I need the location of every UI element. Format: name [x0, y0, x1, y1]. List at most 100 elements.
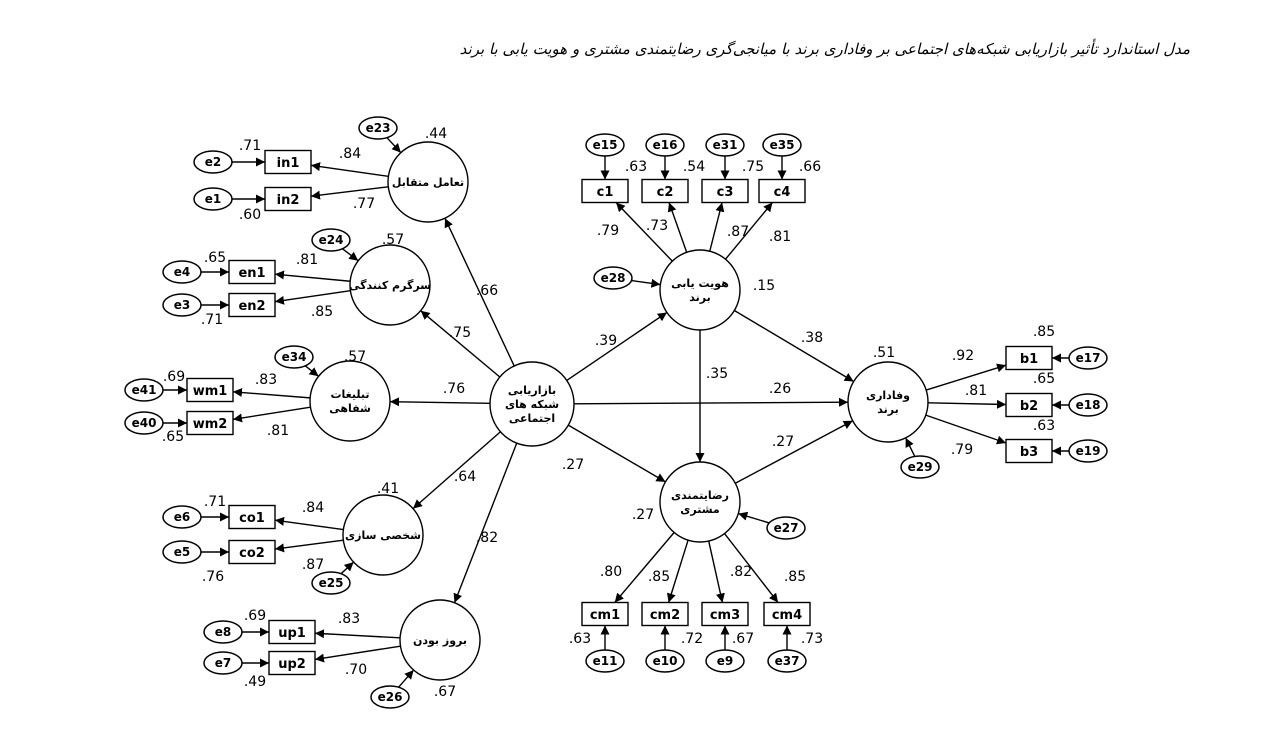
indicator-label: cm2: [650, 608, 680, 623]
path-coefficient: .84: [302, 500, 324, 516]
path-arrow-sat-cm1: [614, 532, 675, 603]
indicator-label: in1: [277, 156, 300, 171]
path-coefficient: .66: [799, 159, 821, 175]
error-e18: e18: [1068, 393, 1108, 417]
error-e9: e9: [705, 649, 745, 673]
path-coefficient: .83: [338, 611, 360, 627]
path-coefficient: .85: [311, 304, 333, 320]
indicator-en2: en2: [228, 292, 276, 318]
path-coefficient: .44: [425, 126, 447, 142]
indicator-label: en2: [238, 299, 265, 314]
indicator-label: c2: [657, 185, 674, 200]
latent-label: تبلیغات: [331, 388, 370, 401]
latent-upd: بروز بودن: [399, 599, 481, 681]
indicator-label: b1: [1020, 352, 1038, 367]
path-arrow-loy-b1: [925, 363, 1007, 391]
error-e7: e7: [203, 651, 243, 675]
indicator-b2: b2: [1005, 392, 1053, 418]
path-coefficient: .54: [683, 159, 705, 175]
path-coefficient: .65: [204, 250, 226, 266]
path-arrow-wom-wm1: [232, 388, 311, 399]
path-arrow-upd-up1: [314, 629, 401, 639]
path-coefficient: .84: [339, 146, 361, 162]
indicator-label: co1: [239, 511, 265, 526]
path-coefficient: .63: [569, 631, 591, 647]
latent-label: رضایتمندی: [671, 489, 729, 502]
path-coefficient: .85: [784, 569, 806, 585]
path-coefficient: .70: [345, 662, 367, 678]
latent-label: شبکه های: [505, 398, 559, 411]
error-e6: e6: [162, 505, 202, 529]
path-coefficient: .83: [255, 372, 277, 388]
indicator-cm4: cm4: [763, 601, 811, 627]
path-coefficient: .51: [873, 345, 895, 361]
indicator-label: b3: [1020, 445, 1038, 460]
error-label: e9: [717, 654, 734, 668]
error-e23: e23: [358, 116, 398, 140]
latent-label: برند: [877, 403, 898, 416]
latent-int: تعامل متقابل: [387, 141, 469, 223]
path-coefficient: .76: [443, 381, 465, 397]
path-arrow-sat-cm3: [708, 540, 725, 603]
path-coefficient: .67: [434, 684, 456, 700]
error-e40: e40: [124, 411, 164, 435]
error-e3: e3: [162, 293, 202, 317]
latent-label: بازاریابی: [508, 384, 556, 397]
path-coefficient: .87: [302, 557, 324, 573]
error-label: e10: [653, 654, 678, 668]
path-arrow-e25-cus: [340, 561, 355, 575]
path-coefficient: .82: [476, 530, 498, 546]
error-label: e16: [653, 138, 678, 152]
error-label: e28: [601, 271, 626, 285]
error-e24: e24: [311, 228, 351, 252]
error-e29: e29: [900, 455, 940, 479]
path-coefficient: .81: [267, 423, 289, 439]
path-coefficients: .71.60.84.77.44.65.71.81.85.57.69.65.83.…: [162, 126, 1055, 700]
error-label: e11: [593, 654, 618, 668]
path-coefficient: .64: [454, 469, 476, 485]
path-arrow-bid-c1: [615, 202, 673, 262]
error-label: e23: [366, 121, 391, 135]
error-label: e41: [132, 383, 157, 397]
path-coefficient: .71: [239, 138, 261, 154]
path-coefficient: .27: [632, 507, 654, 523]
path-arrow-int-in1: [310, 162, 389, 178]
path-coefficient: .75: [449, 325, 471, 341]
path-coefficient: .49: [244, 674, 266, 690]
latent-label: برند: [689, 291, 710, 304]
path-coefficient: .87: [727, 224, 749, 240]
indicator-wm2: wm2: [186, 410, 234, 436]
indicator-label: cm3: [710, 608, 740, 623]
error-e27: e27: [766, 516, 806, 540]
error-e2: e2: [193, 150, 233, 174]
indicator-label: c3: [717, 185, 734, 200]
error-label: e29: [908, 460, 933, 474]
latent-label: سرگرم کنندگی: [349, 279, 431, 292]
indicator-in1: in1: [264, 149, 312, 175]
path-coefficient: .69: [244, 608, 266, 624]
path-arrow-smm-upd: [453, 442, 518, 603]
error-label: e18: [1076, 398, 1101, 412]
latent-label: هویت یابی: [671, 277, 729, 290]
path-arrow-e23-int: [386, 137, 402, 154]
path-arrow-ent-en2: [274, 290, 351, 305]
latent-label: اجتماعی: [509, 412, 555, 425]
path-arrow-e34-wom: [304, 365, 319, 377]
path-arrow-sat-loy: [734, 420, 854, 484]
error-label: e31: [713, 138, 738, 152]
error-e17: e17: [1068, 346, 1108, 370]
path-coefficient: .72: [681, 631, 703, 647]
indicator-label: in2: [277, 193, 300, 208]
path-coefficient: .75: [742, 159, 764, 175]
path-coefficient: .71: [204, 494, 226, 510]
latent-label: وفاداری: [866, 389, 910, 402]
error-label: e25: [319, 576, 344, 590]
indicator-label: cm1: [590, 608, 620, 623]
indicator-co2: co2: [228, 539, 276, 565]
error-e31: e31: [705, 133, 745, 157]
path-arrow-smm-bid: [566, 311, 668, 381]
